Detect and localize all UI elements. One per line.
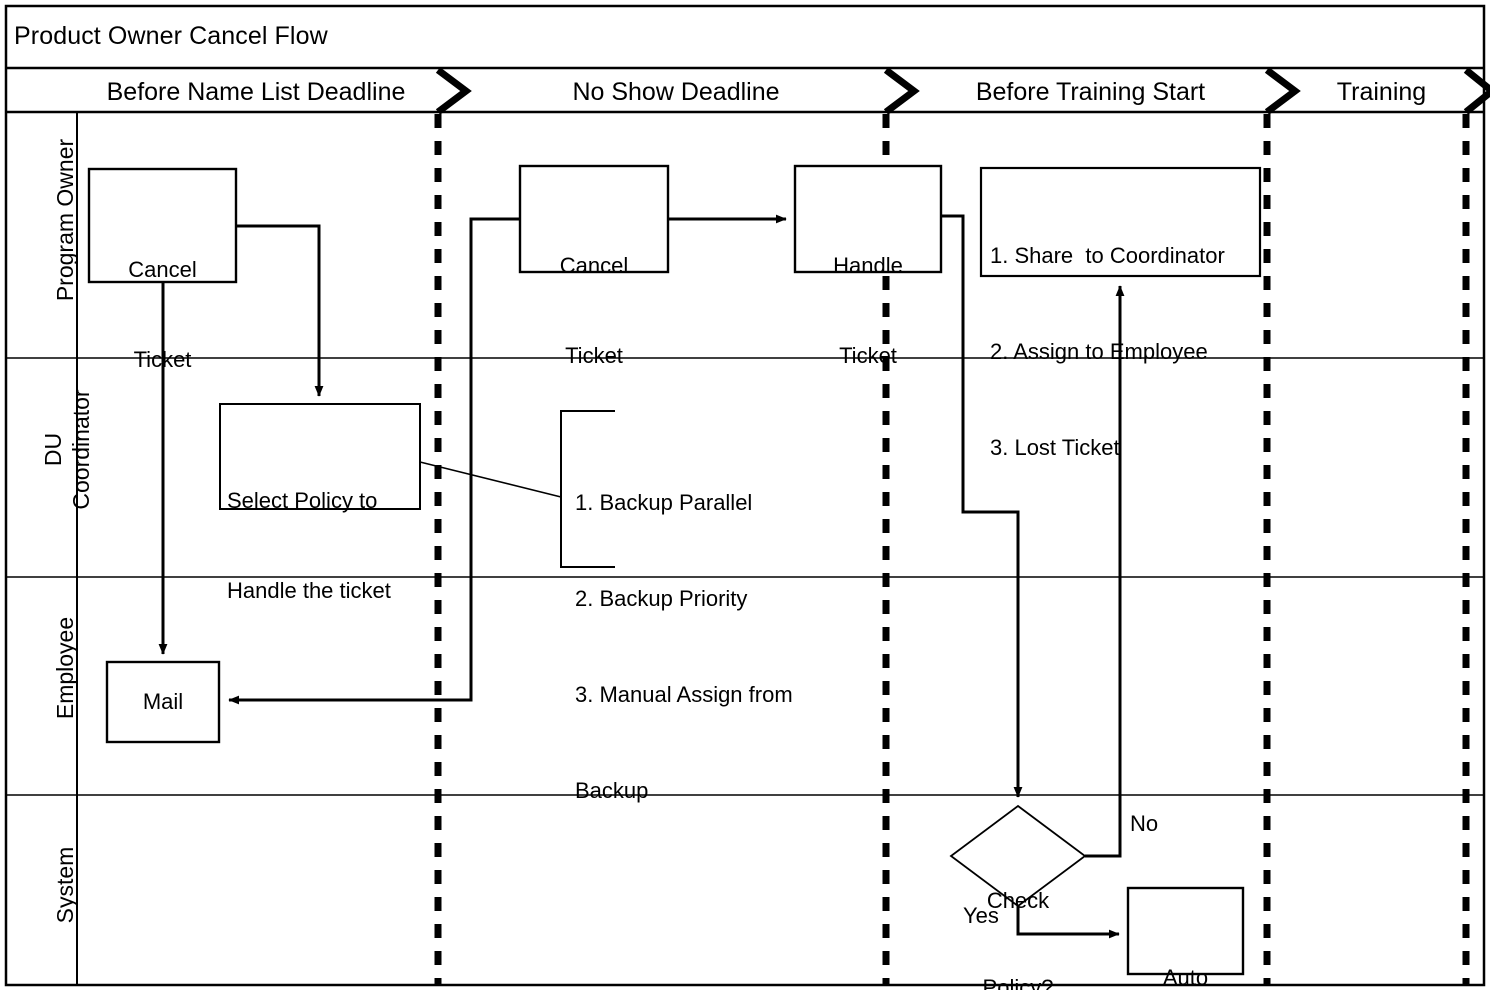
lane-label-program-owner: Program Owner bbox=[52, 138, 78, 302]
node-check-policy-label: Check Policy? bbox=[951, 828, 1085, 990]
node-handle-ticket-shape[interactable] bbox=[793, 164, 943, 274]
edge-label-no: No bbox=[1130, 811, 1159, 836]
note-handle-options-line-1: 1. Share to Coordinator bbox=[990, 243, 1225, 268]
note-handle-options-shape bbox=[979, 166, 1262, 278]
node-mail-label: Mail bbox=[142, 689, 184, 714]
note-policy-options-line-4: Backup bbox=[575, 778, 649, 803]
node-select-policy-shape[interactable] bbox=[219, 403, 421, 510]
node-cancel-ticket-2-shape[interactable] bbox=[518, 164, 670, 274]
phase-header-label-1[interactable]: Before Name List Deadline bbox=[106, 78, 406, 106]
node-cancel-ticket-1-line1: Cancel bbox=[128, 257, 197, 282]
edge-cancel1-to-select-policy bbox=[236, 224, 324, 397]
note-policy-options-line-1: 1. Backup Parallel bbox=[575, 490, 753, 515]
node-auto-handle-label: Auto Handle bbox=[1128, 903, 1243, 990]
note-policy-options-line-2: 2. Backup Priority bbox=[575, 586, 748, 611]
phase-chevron-1 bbox=[435, 67, 472, 115]
lane-label-du-coordinator-line1: DU bbox=[40, 432, 66, 467]
phase-header-label-2[interactable]: No Show Deadline bbox=[572, 78, 780, 106]
node-cancel-ticket-2-line2: Ticket bbox=[565, 343, 623, 368]
node-cancel-ticket-2-line1: Cancel bbox=[559, 253, 629, 278]
node-check-policy-line2: Policy? bbox=[982, 975, 1054, 990]
node-handle-ticket-label: Handle Ticket bbox=[795, 191, 941, 431]
edge-check-policy-yes bbox=[1016, 906, 1120, 939]
node-cancel-ticket-2-label: Cancel Ticket bbox=[520, 191, 668, 431]
phase-chevron-4 bbox=[1463, 67, 1490, 115]
node-mail-shape[interactable] bbox=[105, 660, 221, 744]
phase-header-label-4[interactable]: Training bbox=[1336, 78, 1427, 106]
note-handle-options-line-3: 3. Lost Ticket bbox=[990, 435, 1120, 460]
note-handle-options-text: 1. Share to Coordinator 2. Assign to Emp… bbox=[990, 176, 1260, 528]
lane-label-system: System bbox=[52, 846, 78, 924]
note-handle-options-line-2: 2. Assign to Employee bbox=[990, 339, 1208, 364]
edge-check-policy-no bbox=[1085, 285, 1125, 858]
node-auto-handle-line1: Auto bbox=[1162, 965, 1209, 990]
note-policy-options-line-3: 3. Manual Assign from bbox=[575, 682, 793, 707]
edge-cancel2-to-mail bbox=[228, 217, 520, 705]
note-policy-options-shape bbox=[560, 410, 615, 568]
node-select-policy-label: Select Policy to Handle the ticket bbox=[222, 426, 420, 666]
note-policy-leader-line bbox=[419, 461, 562, 498]
diagram-title: Product Owner Cancel Flow bbox=[14, 22, 328, 50]
lane-label-employee: Employee bbox=[52, 616, 78, 720]
phase-header-label-3[interactable]: Before Training Start bbox=[975, 78, 1206, 106]
node-check-policy-line1: Check bbox=[986, 888, 1050, 913]
note-policy-options-text: 1. Backup Parallel 2. Backup Priority 3.… bbox=[575, 423, 850, 871]
phase-chevron-2 bbox=[883, 67, 920, 115]
node-cancel-ticket-1-label: Cancel Ticket bbox=[89, 195, 236, 435]
node-auto-handle-shape[interactable] bbox=[1126, 886, 1245, 976]
node-cancel-ticket-1-line2: Ticket bbox=[133, 347, 192, 372]
node-select-policy-line2: Handle the ticket bbox=[227, 578, 391, 603]
node-handle-ticket-line1: Handle bbox=[833, 253, 903, 278]
node-handle-ticket-line2: Ticket bbox=[839, 343, 897, 368]
phase-chevron-3 bbox=[1264, 67, 1301, 115]
node-select-policy-line1: Select Policy to bbox=[227, 488, 378, 513]
edge-label-yes: Yes bbox=[963, 903, 999, 928]
edge-handle-ticket-to-check-policy bbox=[941, 214, 1023, 798]
